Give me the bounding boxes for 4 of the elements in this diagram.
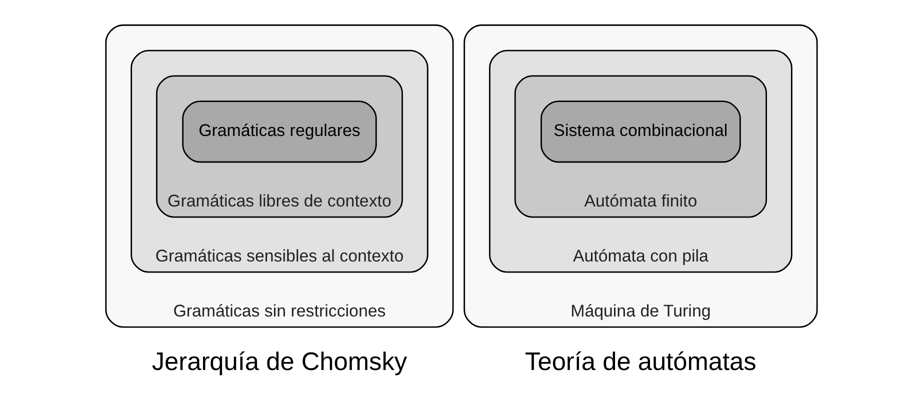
node-box: Sistema combinacional xyxy=(540,100,741,163)
label: Teoría de autómatas xyxy=(525,348,756,376)
node-box: Gramáticas regulares xyxy=(182,100,377,163)
label: Jerarquía de Chomsky xyxy=(152,348,408,376)
